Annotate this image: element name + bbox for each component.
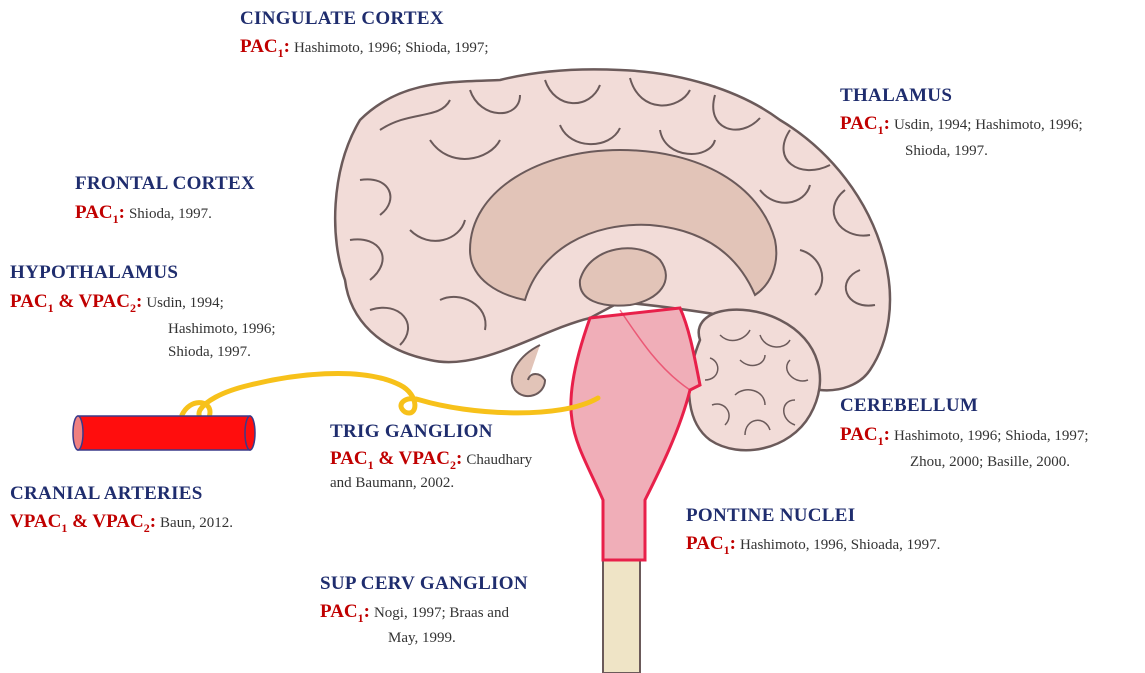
cingulate-title: CINGULATE CORTEX	[240, 8, 444, 30]
cingulate-refs: Hashimoto, 1996; Shioda, 1997;	[294, 40, 489, 56]
thalamus-entry: PAC1: Usdin, 1994; Hashimoto, 1996;	[840, 113, 1083, 138]
trig-refs-2: and Baumann, 2002.	[330, 472, 454, 495]
trig-entry: PAC1 & VPAC2: Chaudhary	[330, 448, 532, 473]
cingulate-entry: PAC1: Hashimoto, 1996; Shioda, 1997;	[240, 36, 489, 61]
cranial-title: CRANIAL ARTERIES	[10, 483, 203, 505]
pontine-entry: PAC1: Hashimoto, 1996, Shioada, 1997.	[686, 533, 940, 558]
cerebellum-title: CEREBELLUM	[840, 395, 978, 417]
hypothalamus-title: HYPOTHALAMUS	[10, 262, 178, 284]
frontal-entry: PAC1: Shioda, 1997.	[75, 202, 212, 227]
cerebellum-entry: PAC1: Hashimoto, 1996; Shioda, 1997;	[840, 424, 1089, 449]
frontal-title: FRONTAL CORTEX	[75, 173, 255, 195]
pontine-title: PONTINE NUCLEI	[686, 505, 855, 527]
thalamus-receptor: PAC1	[840, 113, 884, 134]
brainstem	[571, 308, 700, 560]
thalamus-title: THALAMUS	[840, 85, 952, 107]
cerebellum-refs-2: Zhou, 2000; Basille, 2000.	[910, 451, 1070, 474]
frontal-receptor: PAC1	[75, 202, 119, 223]
pituitary	[512, 345, 545, 396]
supcerv-title: SUP CERV GANGLION	[320, 573, 528, 595]
cingulate-receptor: PAC1	[240, 36, 284, 57]
cranial-entry: VPAC1 & VPAC2: Baun, 2012.	[10, 511, 233, 536]
hypothalamus-refs-2: Hashimoto, 1996;	[168, 318, 276, 341]
thalamus-refs-2: Shioda, 1997.	[905, 140, 988, 163]
supcerv-entry: PAC1: Nogi, 1997; Braas and	[320, 601, 509, 626]
trig-title: TRIG GANGLION	[330, 421, 493, 443]
cranial-artery	[73, 416, 255, 450]
hypothalamus-refs-3: Shioda, 1997.	[168, 341, 251, 364]
hypothalamus-entry: PAC1 & VPAC2: Usdin, 1994;	[10, 291, 224, 316]
supcerv-refs-2: May, 1999.	[388, 627, 456, 650]
spinal-cord	[603, 558, 640, 673]
